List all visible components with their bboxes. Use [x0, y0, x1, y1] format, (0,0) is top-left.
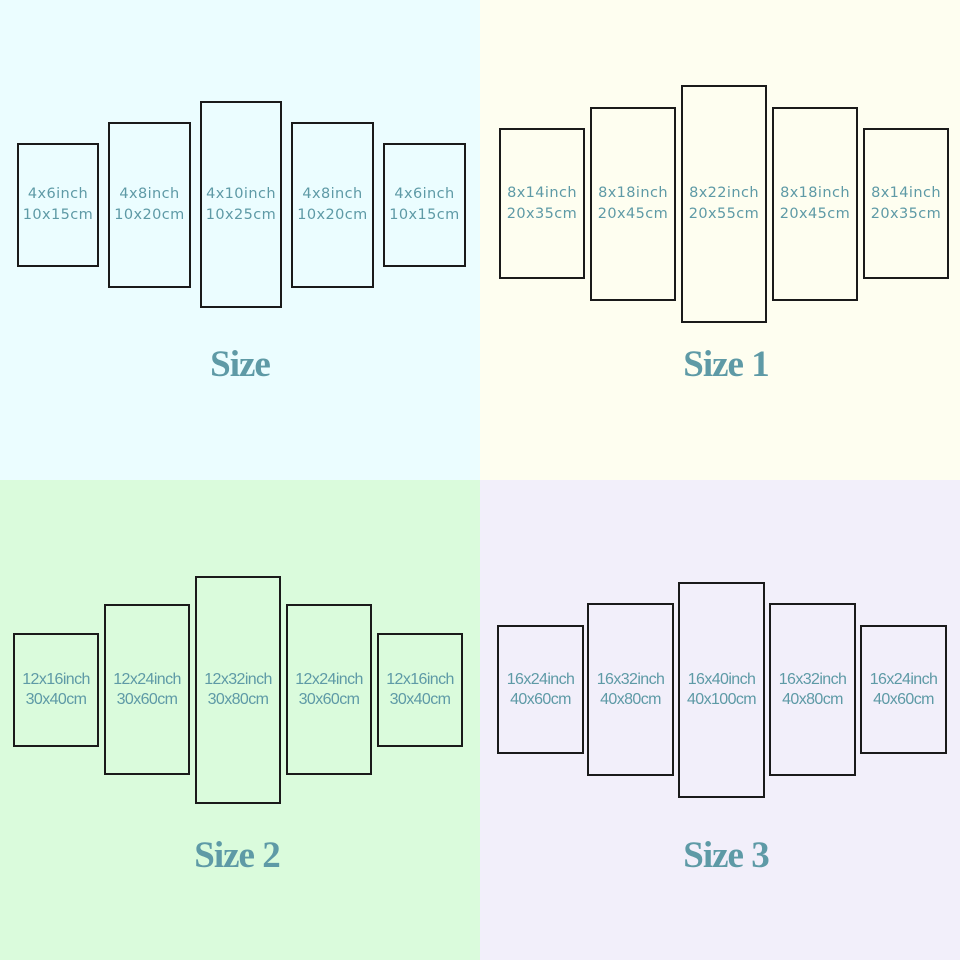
panel-3: 8x22inch 20x55cm: [681, 85, 767, 323]
panel-2: 16x32inch 40x80cm: [587, 603, 674, 776]
panel-4: 16x32inch 40x80cm: [769, 603, 856, 776]
panel-cm-label: 30x60cm: [116, 690, 178, 708]
panel-cm-label: 40x80cm: [782, 690, 843, 708]
panel-inch-label: 4x6inch: [394, 186, 455, 202]
panel-5: 4x6inch 10x15cm: [383, 143, 466, 267]
panel-inch-label: 16x32inch: [596, 670, 665, 688]
panel-inch-label: 12x16inch: [386, 671, 454, 688]
panel-inch-label: 16x40inch: [687, 671, 756, 688]
panel-inch-label: 12x32inch: [204, 671, 272, 688]
size-caption: Size: [210, 344, 271, 385]
panel-inch-label: 8x22inch: [689, 185, 759, 201]
size-section: 4x6inch 10x15cm 4x8inch 10x20cm 4x10inch…: [0, 0, 480, 480]
panel-4: 8x18inch 20x45cm: [772, 107, 858, 301]
panel-4: 4x8inch 10x20cm: [291, 122, 374, 288]
panel-cm-label: 30x80cm: [207, 691, 269, 708]
panel-3: 12x32inch 30x80cm: [195, 576, 281, 804]
panel-inch-label: 4x8inch: [119, 186, 180, 202]
panel-inch-label: 8x14inch: [507, 184, 577, 201]
panel-cm-label: 10x20cm: [114, 207, 185, 223]
panel-cm-label: 20x35cm: [870, 205, 942, 222]
panel-4: 12x24inch 30x60cm: [286, 604, 372, 775]
panel-5: 12x16inch 30x40cm: [377, 633, 463, 747]
size-3-section: 16x24inch 40x60cm 16x32inch 40x80cm 16x4…: [480, 480, 960, 960]
panel-2: 4x8inch 10x20cm: [108, 122, 191, 288]
panel-2: 8x18inch 20x45cm: [590, 107, 676, 301]
size-2-caption: Size 2: [194, 835, 280, 876]
panel-inch-label: 16x32inch: [778, 670, 847, 688]
panel-1: 12x16inch 30x40cm: [13, 633, 99, 747]
size-1-section: 8x14inch 20x35cm 8x18inch 20x45cm 8x22in…: [480, 0, 960, 480]
panel-cm-label: 20x45cm: [779, 206, 851, 222]
panel-inch-label: 16x24inch: [869, 670, 938, 688]
panel-inch-label: 8x18inch: [598, 185, 668, 201]
panel-cm-label: 10x20cm: [297, 207, 368, 223]
panel-inch-label: 8x14inch: [871, 184, 941, 201]
panel-2: 12x24inch 30x60cm: [104, 604, 190, 775]
panel-cm-label: 30x60cm: [298, 690, 360, 708]
size-3-caption: Size 3: [683, 835, 769, 876]
size-2-section: 12x16inch 30x40cm 12x24inch 30x60cm 12x3…: [0, 480, 480, 960]
panel-inch-label: 16x24inch: [506, 670, 575, 688]
panel-3: 16x40inch 40x100cm: [678, 582, 765, 798]
panel-cm-label: 40x60cm: [510, 690, 571, 708]
panel-inch-label: 4x8inch: [302, 186, 363, 202]
panel-cm-label: 10x15cm: [22, 207, 94, 223]
panel-5: 16x24inch 40x60cm: [860, 625, 947, 754]
panel-inch-label: 12x24inch: [113, 670, 181, 688]
panel-inch-label: 8x18inch: [780, 185, 850, 201]
panel-cm-label: 40x60cm: [873, 690, 934, 708]
panel-cm-label: 30x40cm: [389, 691, 451, 708]
panel-cm-label: 10x15cm: [389, 207, 460, 223]
panel-inch-label: 4x10inch: [206, 185, 276, 202]
panel-inch-label: 12x24inch: [295, 670, 363, 688]
panel-cm-label: 20x35cm: [506, 205, 578, 222]
panel-cm-label: 10x25cm: [205, 206, 277, 223]
size-1-caption: Size 1: [683, 344, 769, 385]
panel-inch-label: 12x16inch: [22, 671, 90, 688]
panel-1: 16x24inch 40x60cm: [497, 625, 584, 754]
panel-1: 4x6inch 10x15cm: [17, 143, 99, 267]
panel-5: 8x14inch 20x35cm: [863, 128, 949, 279]
panel-cm-label: 40x100cm: [686, 691, 757, 708]
panel-cm-label: 20x45cm: [597, 206, 669, 222]
panel-cm-label: 20x55cm: [688, 206, 760, 222]
panel-cm-label: 40x80cm: [600, 690, 661, 708]
panel-1: 8x14inch 20x35cm: [499, 128, 585, 279]
panel-cm-label: 30x40cm: [25, 691, 87, 708]
panel-3: 4x10inch 10x25cm: [200, 101, 282, 308]
panel-inch-label: 4x6inch: [27, 186, 89, 202]
